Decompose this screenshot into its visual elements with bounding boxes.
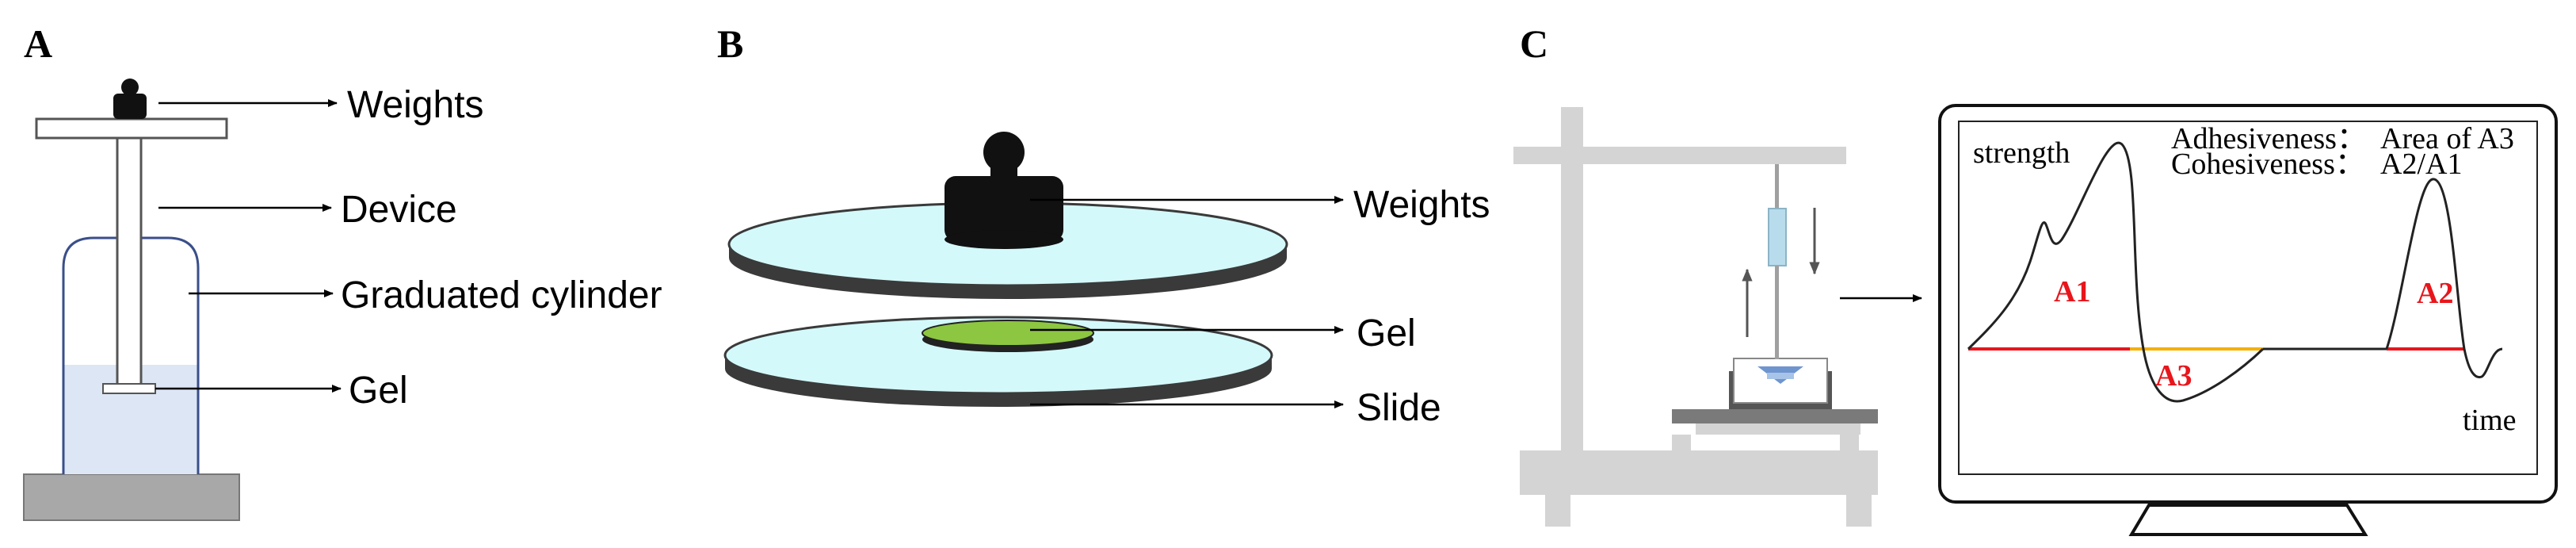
label-weights-b: Weights xyxy=(1353,184,1490,226)
legend-cohesiveness-value: A2/A1 xyxy=(2380,148,2462,181)
label-cylinder: Graduated cylinder xyxy=(341,274,662,316)
texture-analyzer xyxy=(1513,107,1878,527)
device-gel-holder xyxy=(102,383,156,394)
panel-b: B Weights Gel Sli xyxy=(717,21,1490,429)
legend-adhesiveness-key: Adhesiveness： xyxy=(2171,122,2367,155)
label-device: Device xyxy=(341,189,457,231)
panel-a: A Weights Device Graduated cylinder Gel xyxy=(23,21,662,521)
device-shaft xyxy=(116,136,143,387)
monitor xyxy=(1938,104,2558,536)
force-curve-compression xyxy=(1967,141,2265,403)
panel-c-letter: C xyxy=(1520,21,1548,66)
panel-c: C xyxy=(1513,21,2558,536)
legend-cohesiveness-key: Cohesiveness： xyxy=(2171,148,2365,181)
cylinder-base xyxy=(23,473,240,521)
panel-b-letter: B xyxy=(717,21,743,66)
area-label-a2: A2 xyxy=(2417,277,2453,310)
force-curve-second xyxy=(2385,178,2503,379)
area-label-a1: A1 xyxy=(2054,275,2090,308)
label-weights-a: Weights xyxy=(347,84,484,126)
x-axis-label: time xyxy=(2463,404,2517,437)
bottom-slide xyxy=(723,316,1273,407)
label-gel-a: Gel xyxy=(349,370,408,412)
gel-disk xyxy=(922,320,1094,352)
y-axis-label: strength xyxy=(1973,136,2070,170)
weight-icon xyxy=(113,79,147,119)
area-label-a3: A3 xyxy=(2155,359,2192,393)
label-gel-b: Gel xyxy=(1357,312,1416,354)
weight-icon xyxy=(945,132,1063,249)
legend-adhesiveness-value: Area of A3 xyxy=(2380,122,2514,155)
panel-a-letter: A xyxy=(24,21,52,66)
device-top-bar xyxy=(35,117,228,140)
label-slide: Slide xyxy=(1357,387,1441,429)
monitor-stand xyxy=(2128,504,2368,536)
